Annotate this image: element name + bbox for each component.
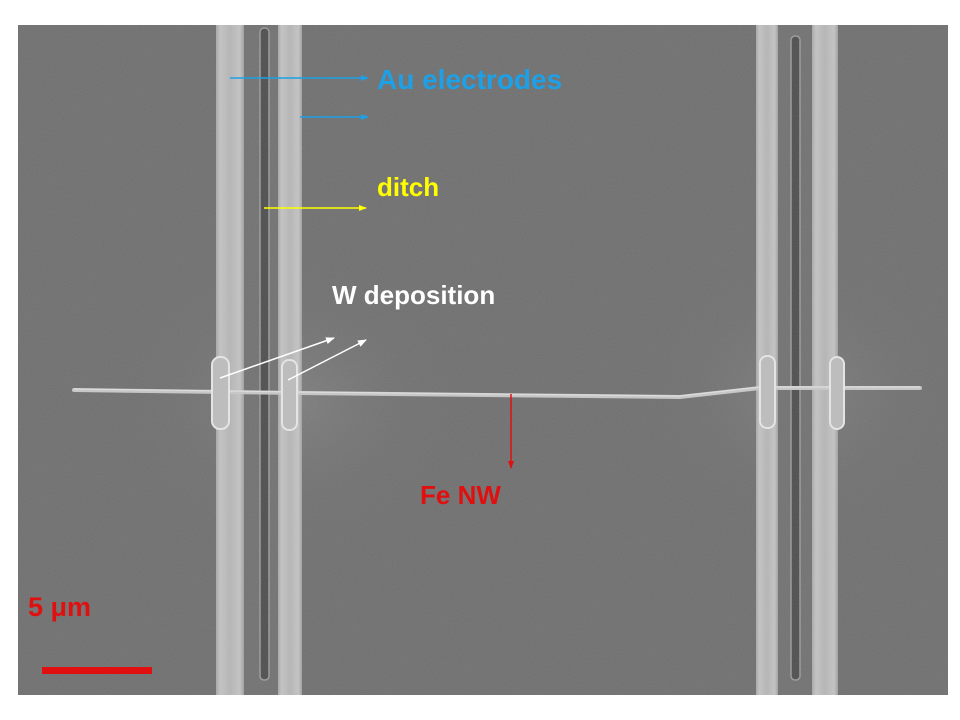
w-deposition-label: W deposition — [332, 280, 496, 310]
arrow-w-deposition-1 — [219, 337, 335, 379]
scale-bar — [42, 667, 152, 674]
arrow-w-deposition-2 — [287, 339, 367, 381]
fe-nw-label: Fe NW — [420, 480, 501, 510]
sem-noise — [18, 25, 948, 695]
scale-bar-label: 5 μm — [28, 592, 92, 622]
au-electrodes-label: Au electrodes — [377, 64, 563, 95]
ditch-label: ditch — [377, 172, 440, 202]
